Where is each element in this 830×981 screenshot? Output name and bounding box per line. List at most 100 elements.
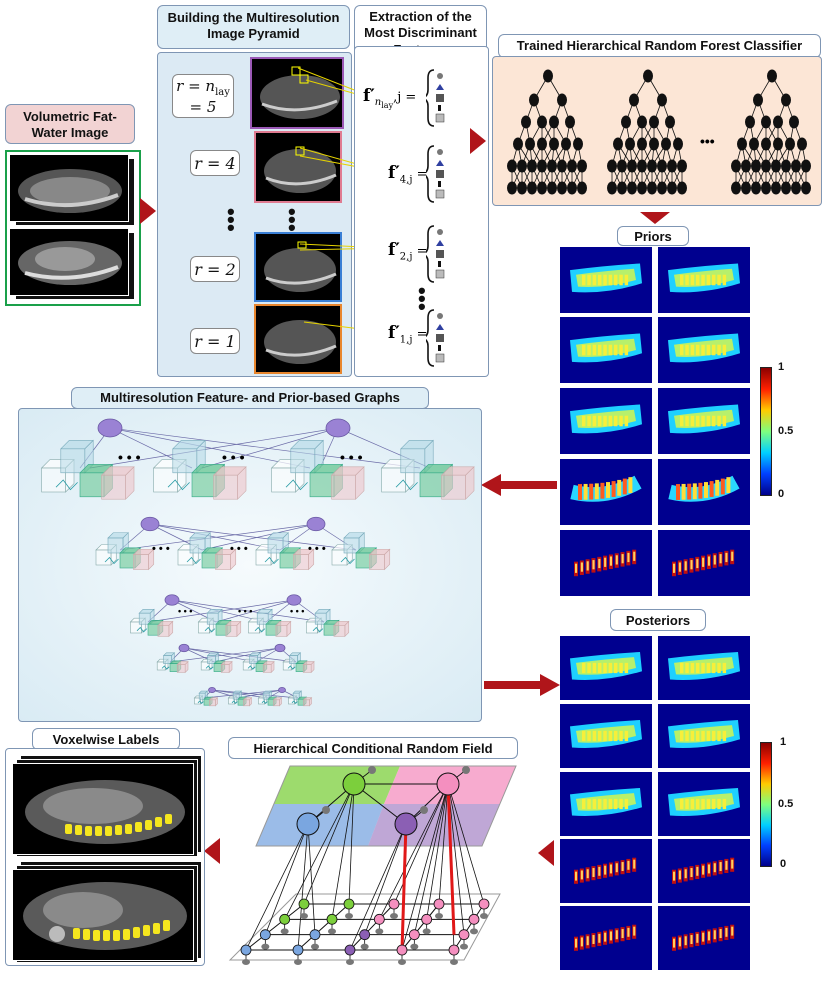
voxelwise-title: Voxelwise Labels xyxy=(32,728,180,750)
heatmap-tile xyxy=(560,459,652,525)
multiresolution-graphs: • • •• • •• • •• • •• • •• • •• • •• • •… xyxy=(40,418,475,707)
classifier-title-text: Trained Hierarchical Random Forest Class… xyxy=(516,38,803,53)
tree-node xyxy=(657,181,667,195)
crf-voxel-node xyxy=(373,913,385,925)
tree-node xyxy=(607,181,617,195)
graphs-title: Multiresolution Feature- and Prior-based… xyxy=(71,387,429,409)
observation-node xyxy=(480,913,488,919)
tree-node xyxy=(529,93,539,107)
tree-node xyxy=(665,115,675,129)
observation-node xyxy=(375,928,384,935)
features-panel xyxy=(354,46,489,377)
tree-node xyxy=(537,137,547,151)
tree-node xyxy=(751,159,761,173)
tree-node xyxy=(643,69,653,83)
heatmap-tile xyxy=(560,530,652,596)
graph-hub-node xyxy=(274,643,286,653)
crf-voxel-node xyxy=(240,944,252,956)
heatmap-tile xyxy=(658,839,750,903)
tree-node xyxy=(773,137,783,151)
tree-node xyxy=(677,159,687,173)
tree-node xyxy=(547,159,557,173)
pyramid-title-text: Building the Multiresolution Image Pyram… xyxy=(167,10,340,42)
tree-node xyxy=(613,137,623,151)
observation-node xyxy=(435,913,443,919)
tree-node xyxy=(549,137,559,151)
tree-node xyxy=(557,159,567,173)
observation-node xyxy=(420,806,428,814)
colorbar-tick: 1 xyxy=(780,736,787,748)
graph-cluster xyxy=(305,608,350,638)
graph-hub-node xyxy=(178,643,190,653)
ellipsis: • • • xyxy=(290,606,304,616)
tree-node xyxy=(621,115,631,129)
level-label: r = 2 xyxy=(190,256,240,282)
graph-cluster xyxy=(380,439,475,500)
crf-voxel-node xyxy=(279,913,291,925)
tree-node xyxy=(731,159,741,173)
posteriors-grid xyxy=(560,636,755,974)
tree-node xyxy=(627,159,637,173)
decision-tree xyxy=(607,69,687,195)
observation-node xyxy=(280,928,289,935)
heatmap-tile xyxy=(560,906,652,970)
tree-node xyxy=(573,137,583,151)
tree-node xyxy=(527,181,537,195)
tree-node xyxy=(677,181,687,195)
colorbar-tick: 0.5 xyxy=(778,425,794,437)
tree-node xyxy=(525,137,535,151)
graph-hub-node xyxy=(97,418,123,438)
heatmap-tile xyxy=(560,247,652,313)
tree-node xyxy=(737,137,747,151)
pyramid-image xyxy=(254,131,342,203)
tree-node xyxy=(761,159,771,173)
volumetric-title-text: Volumetric Fat-Water Image xyxy=(23,109,117,141)
observation-node xyxy=(328,928,336,935)
heatmap-tile xyxy=(658,459,750,525)
level-label: r = 1 xyxy=(190,328,240,354)
tree-node xyxy=(667,159,677,173)
tree-node xyxy=(791,181,801,195)
graph-cluster xyxy=(95,532,155,571)
ellipsis: • • • xyxy=(178,606,192,616)
crf-voxel-node xyxy=(468,913,480,925)
colorbar xyxy=(760,742,772,867)
heatmap-tile xyxy=(658,772,750,836)
tree-node xyxy=(607,159,617,173)
tree-node xyxy=(517,159,527,173)
tree-node xyxy=(547,181,557,195)
ellipsis-vertical: ••• xyxy=(227,199,235,240)
feature-icons xyxy=(426,69,445,367)
observation-node xyxy=(346,959,354,965)
feature-vector: f′2,j = xyxy=(388,240,428,263)
tree-node xyxy=(577,159,587,173)
tree-node xyxy=(567,159,577,173)
posteriors-title: Posteriors xyxy=(610,609,706,631)
tree-node xyxy=(781,93,791,107)
heatmap-tile xyxy=(658,317,750,383)
graph-cluster xyxy=(40,439,135,500)
tree-node xyxy=(557,93,567,107)
observation-node xyxy=(470,928,478,935)
level-label: r = nlay = 5 xyxy=(172,74,234,118)
graph-hub-node xyxy=(140,516,160,532)
decision-tree xyxy=(731,69,811,195)
voxelwise-title-text: Voxelwise Labels xyxy=(52,732,160,747)
tree-node xyxy=(785,137,795,151)
tree-node xyxy=(537,115,547,129)
observation-node xyxy=(300,913,308,919)
crf-voxel-node xyxy=(388,898,400,910)
crf-voxel-node xyxy=(292,944,304,956)
crf-voxel-node xyxy=(343,898,355,910)
tree-node xyxy=(661,137,671,151)
observation-node xyxy=(242,959,250,965)
crf-voxel-node xyxy=(359,929,371,941)
observation-node xyxy=(390,913,398,919)
pyramid-image xyxy=(250,57,344,129)
tree-node xyxy=(751,181,761,195)
graph-cluster xyxy=(331,532,391,571)
tree-node xyxy=(767,69,777,83)
tree-node xyxy=(629,93,639,107)
tree-node xyxy=(649,137,659,151)
priors-title: Priors xyxy=(617,226,689,246)
